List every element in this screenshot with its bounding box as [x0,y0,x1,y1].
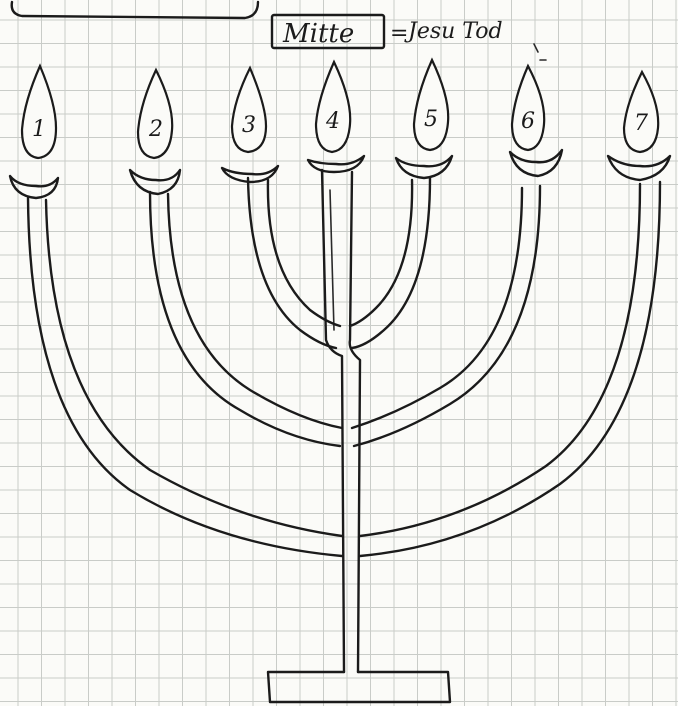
flame-1-number: 1 [32,117,46,142]
equals-sign: = [390,21,408,46]
flame-5: 5 [414,60,448,150]
menorah-stem [322,170,360,672]
flame-4: 4 [316,62,350,152]
flame-3: 3 [232,68,266,152]
top-left-box-fragment [12,2,258,18]
branch-middle [150,186,540,446]
flame-2: 2 [138,70,172,158]
flame-6-number: 6 [521,109,535,134]
cup-1 [10,176,58,198]
branch-inner [248,178,430,348]
flame-4-number: 4 [325,109,340,134]
cup-3 [222,166,278,182]
flame-7-number: 7 [634,111,648,136]
flame-7: 7 [624,72,658,152]
cup-5 [396,156,452,178]
cup-4 [308,156,364,172]
flame-6: 6 [512,66,544,150]
flame-3-number: 3 [242,113,256,138]
menorah-base [268,672,450,702]
mitte-label: Mitte [282,19,354,49]
cup-2 [130,170,180,194]
candle-cups [10,150,670,198]
flame-5-number: 5 [424,107,438,132]
stray-mark [534,44,546,60]
flame-1: 1 [22,66,56,158]
flames: 1 2 3 4 5 6 7 [22,60,658,158]
header: Mitte = Jesu Tod [272,15,503,49]
cup-6 [510,150,562,176]
cup-7 [608,156,670,180]
meaning-label: Jesu Tod [404,19,503,44]
flame-2-number: 2 [148,117,163,142]
